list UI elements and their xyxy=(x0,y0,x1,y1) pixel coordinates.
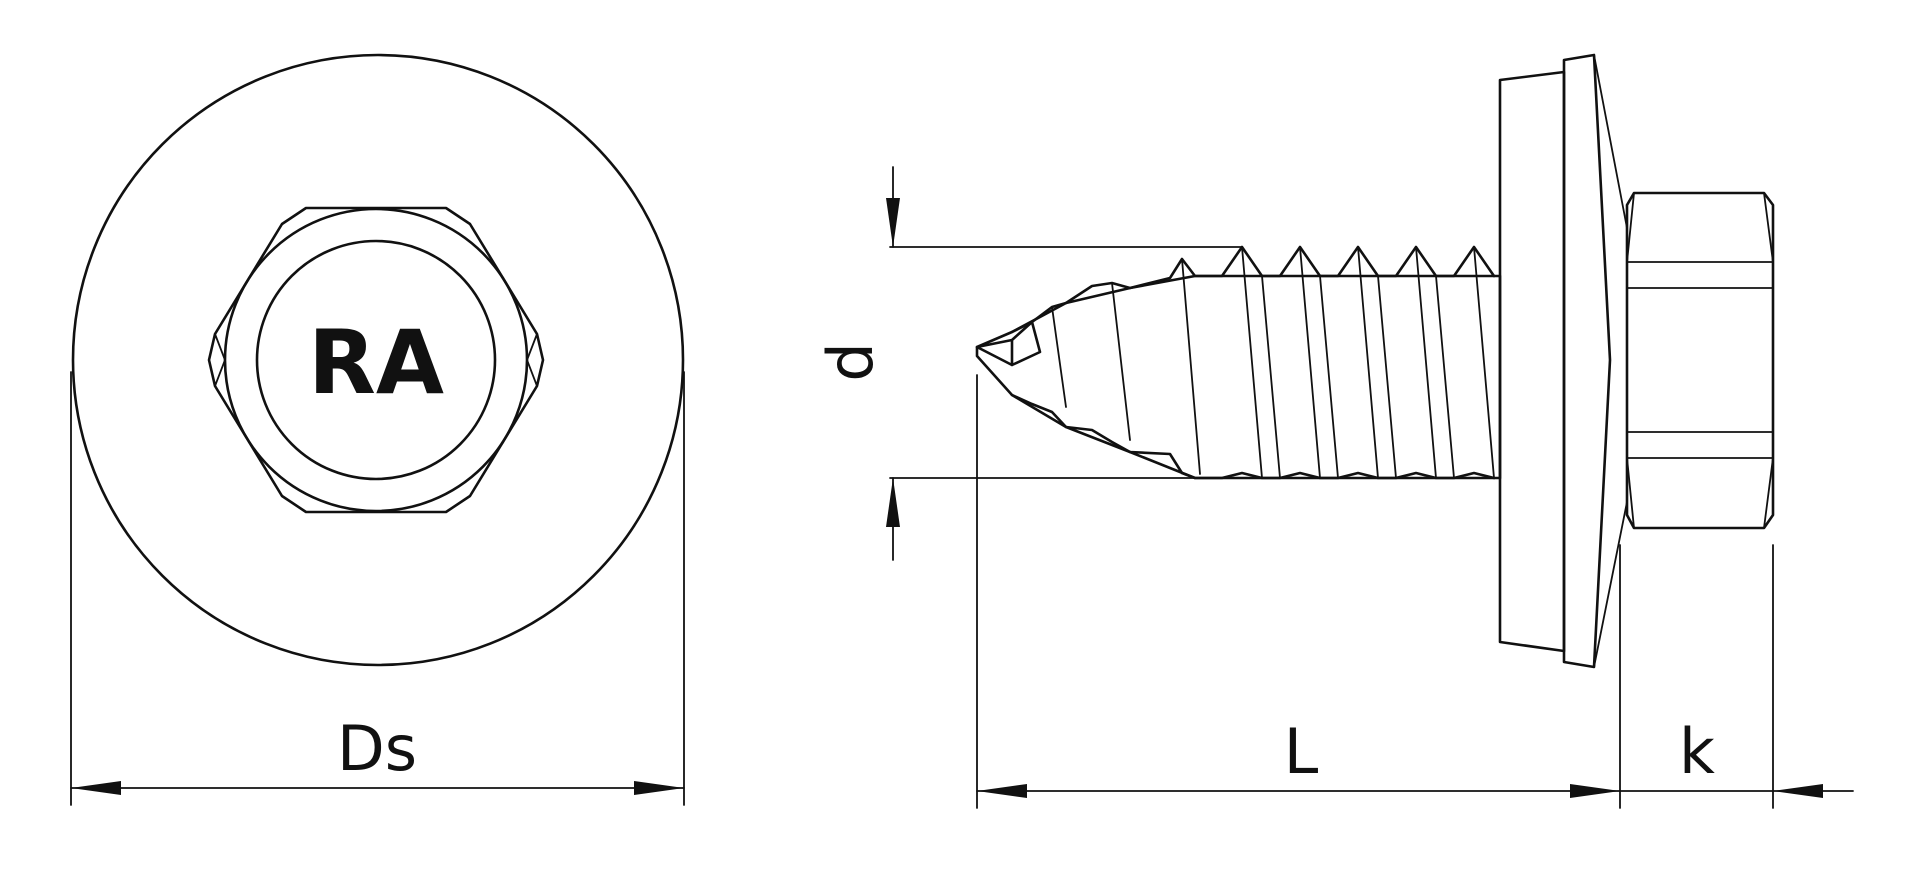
ds-arrow-right xyxy=(634,781,684,795)
side-view: d L k xyxy=(814,53,1854,809)
ds-arrow-left xyxy=(71,781,121,795)
thread-crests-bottom xyxy=(1010,393,1496,480)
k-label: k xyxy=(1679,715,1715,788)
washer-bevel-bottom xyxy=(1593,501,1628,668)
ds-label: Ds xyxy=(337,712,417,785)
top-view: RA Ds xyxy=(70,53,685,806)
hex-head-chamfer xyxy=(214,207,538,513)
d-label: d xyxy=(814,342,887,381)
hex-bearing-ring xyxy=(223,207,529,513)
hex-head-faces xyxy=(1626,192,1774,529)
d-arrow-bottom xyxy=(886,478,900,527)
screw-tip xyxy=(975,320,1042,367)
sealing-washer xyxy=(1498,70,1566,653)
hex-head-side xyxy=(1625,191,1775,530)
steel-washer xyxy=(1562,53,1612,669)
thread-flanks xyxy=(1051,246,1495,479)
head-marking: RA xyxy=(308,311,444,414)
l-label: L xyxy=(1284,715,1319,788)
k-arrow-right xyxy=(1773,784,1823,798)
l-arrow-right xyxy=(1570,784,1620,798)
washer-outline xyxy=(71,53,685,667)
l-arrow-left xyxy=(977,784,1027,798)
washer-bevel xyxy=(1593,54,1628,229)
d-arrow-top xyxy=(886,198,900,247)
hex-top-face xyxy=(255,239,497,481)
